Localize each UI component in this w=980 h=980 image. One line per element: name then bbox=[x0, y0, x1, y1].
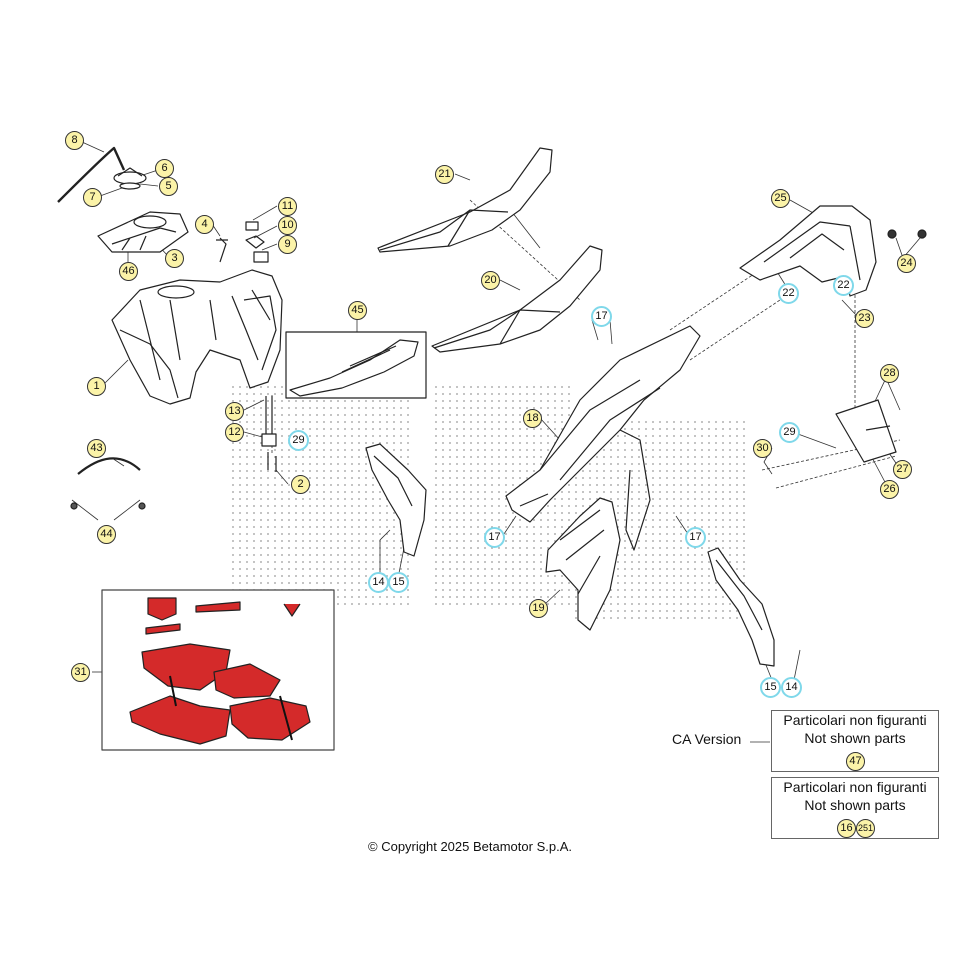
callout-5[interactable]: 5 bbox=[159, 177, 178, 196]
not-shown-parts-box-ca: Particolari non figuranti Not shown part… bbox=[771, 710, 939, 772]
fuel-cap bbox=[113, 167, 147, 190]
breather-hose bbox=[57, 146, 126, 203]
fuel-hose bbox=[70, 457, 146, 510]
side-panel-lower bbox=[545, 497, 621, 631]
copyright-notice: © Copyright 2025 Betamotor S.p.A. bbox=[368, 839, 572, 854]
background-watermark bbox=[230, 385, 750, 620]
note-line-english: Not shown parts bbox=[804, 797, 906, 813]
callout-11[interactable]: 11 bbox=[278, 197, 297, 216]
callout-26[interactable]: 26 bbox=[880, 480, 899, 499]
callout-23[interactable]: 23 bbox=[855, 309, 874, 328]
note-part-numbers: 47 bbox=[772, 747, 938, 775]
callout-29[interactable]: 29 bbox=[288, 430, 309, 451]
leader-lines bbox=[71, 141, 921, 743]
callout-7[interactable]: 7 bbox=[83, 188, 102, 207]
callout-15[interactable]: 15 bbox=[760, 677, 781, 698]
not-shown-parts-box: Particolari non figuranti Not shown part… bbox=[771, 777, 939, 839]
callout-14[interactable]: 14 bbox=[781, 677, 802, 698]
callout-6[interactable]: 6 bbox=[155, 159, 174, 178]
callout-14[interactable]: 14 bbox=[368, 572, 389, 593]
fasteners bbox=[216, 221, 269, 263]
seat-base-inset bbox=[285, 331, 427, 399]
callout-9[interactable]: 9 bbox=[278, 235, 297, 254]
fuel-tank bbox=[111, 269, 283, 405]
note-line-english: Not shown parts bbox=[804, 730, 906, 746]
callout-19[interactable]: 19 bbox=[529, 599, 548, 618]
callout-251[interactable]: 251 bbox=[856, 819, 875, 838]
shroud-right bbox=[707, 547, 775, 667]
callout-10[interactable]: 10 bbox=[278, 216, 297, 235]
callout-15[interactable]: 15 bbox=[388, 572, 409, 593]
callout-28[interactable]: 28 bbox=[880, 364, 899, 383]
fuel-tap bbox=[261, 396, 277, 472]
callout-4[interactable]: 4 bbox=[195, 215, 214, 234]
seat-upper bbox=[377, 147, 553, 253]
callout-13[interactable]: 13 bbox=[225, 402, 244, 421]
note-line-italian: Particolari non figuranti bbox=[783, 712, 927, 728]
callout-29[interactable]: 29 bbox=[779, 422, 800, 443]
callout-45[interactable]: 45 bbox=[348, 301, 367, 320]
callout-2[interactable]: 2 bbox=[291, 475, 310, 494]
callout-20[interactable]: 20 bbox=[481, 271, 500, 290]
shroud-left bbox=[365, 443, 427, 557]
callout-25[interactable]: 25 bbox=[771, 189, 790, 208]
callout-12[interactable]: 12 bbox=[225, 423, 244, 442]
callout-44[interactable]: 44 bbox=[97, 525, 116, 544]
seat-lower bbox=[431, 245, 603, 353]
callout-8[interactable]: 8 bbox=[65, 131, 84, 150]
decal-kit bbox=[101, 589, 335, 751]
callout-18[interactable]: 18 bbox=[523, 409, 542, 428]
tank-cover bbox=[97, 211, 189, 253]
callout-21[interactable]: 21 bbox=[435, 165, 454, 184]
callout-47[interactable]: 47 bbox=[846, 752, 865, 771]
ca-version-label: CA Version bbox=[672, 731, 742, 747]
callout-17[interactable]: 17 bbox=[685, 527, 706, 548]
callout-27[interactable]: 27 bbox=[893, 460, 912, 479]
callout-43[interactable]: 43 bbox=[87, 439, 106, 458]
side-panel-left bbox=[505, 325, 701, 551]
plate-bracket bbox=[835, 399, 897, 463]
callout-17[interactable]: 17 bbox=[591, 306, 612, 327]
note-line-italian: Particolari non figuranti bbox=[783, 779, 927, 795]
callout-22[interactable]: 22 bbox=[833, 275, 854, 296]
note-part-numbers: 16 251 bbox=[772, 814, 938, 842]
callout-30[interactable]: 30 bbox=[753, 439, 772, 458]
callout-1[interactable]: 1 bbox=[87, 377, 106, 396]
callout-31[interactable]: 31 bbox=[71, 663, 90, 682]
rear-frame bbox=[739, 205, 927, 297]
callout-46[interactable]: 46 bbox=[119, 262, 138, 281]
callout-22[interactable]: 22 bbox=[778, 283, 799, 304]
callout-3[interactable]: 3 bbox=[165, 249, 184, 268]
callout-17[interactable]: 17 bbox=[484, 527, 505, 548]
callout-24[interactable]: 24 bbox=[897, 254, 916, 273]
callout-16[interactable]: 16 bbox=[837, 819, 856, 838]
